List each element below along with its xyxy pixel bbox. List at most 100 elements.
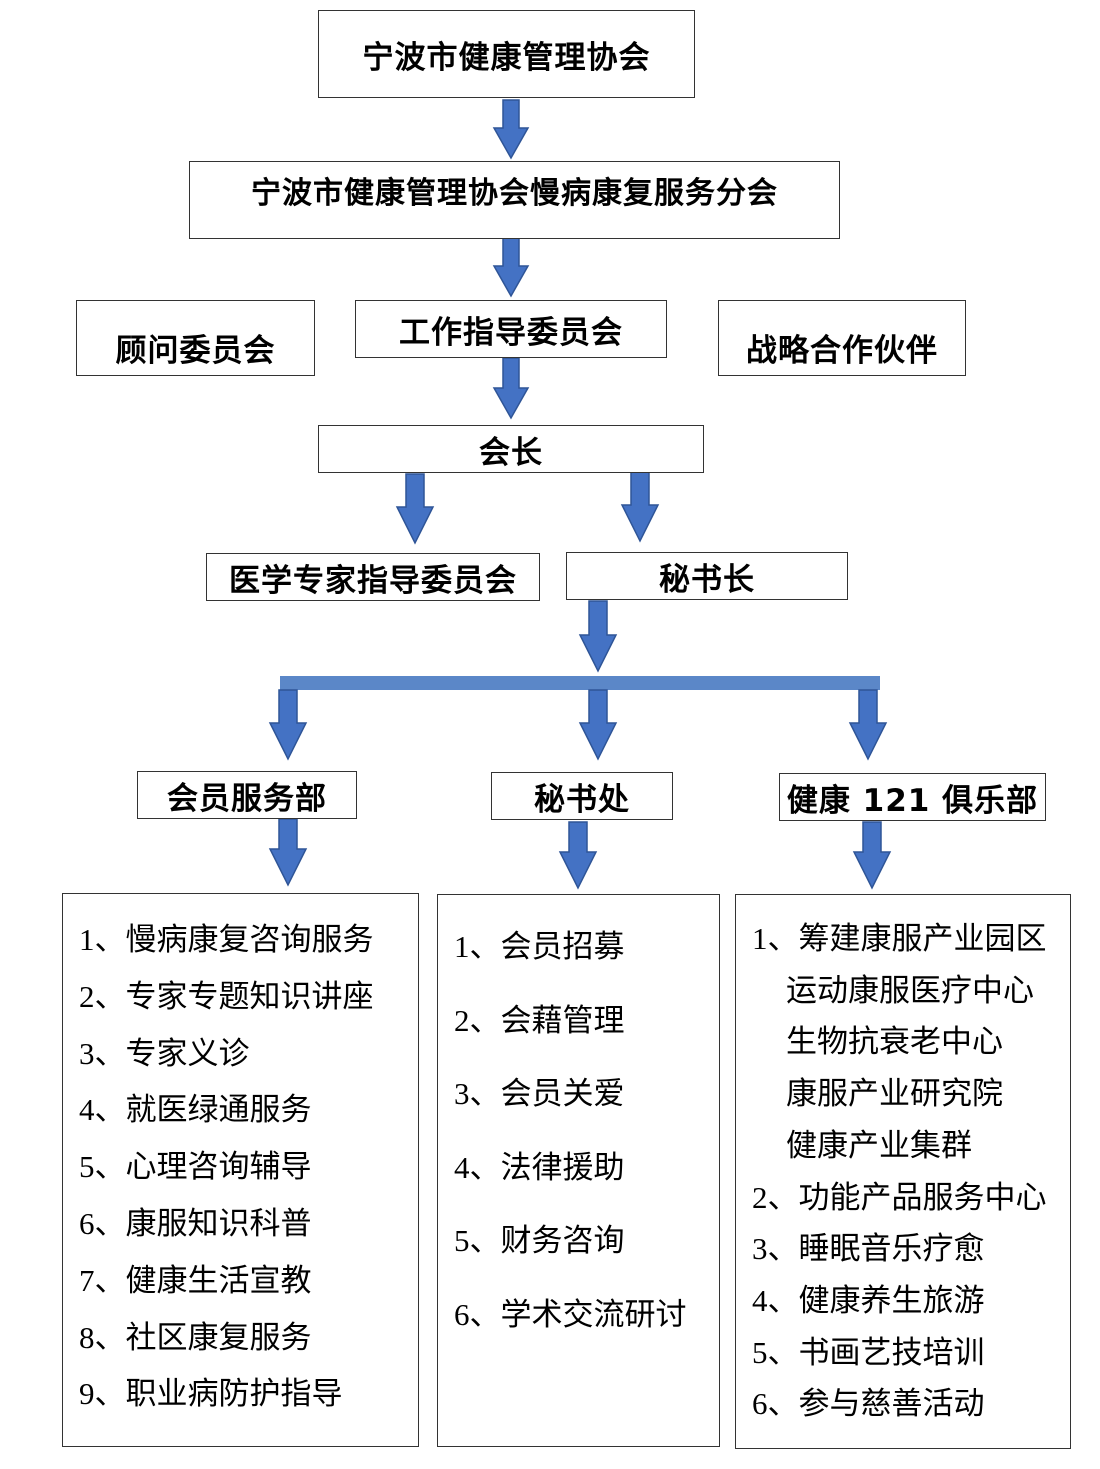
list-item-number: 8、 bbox=[79, 1319, 126, 1355]
list-item-text: 运动康服医疗中心 bbox=[786, 972, 1034, 1009]
node-secretariat-label: 秘书处 bbox=[534, 781, 630, 818]
list-item: 2、专家专题知识讲座 bbox=[79, 971, 374, 1016]
node-medical-expert-committee-label: 医学专家指导委员会 bbox=[229, 562, 517, 599]
list-item: 3、睡眠音乐疗愈 bbox=[752, 1223, 985, 1268]
secretariat-list: 1、会员招募 2、会藉管理 3、会员关爱 4、法律援助 5、财务咨询 6、学术交流研讨 bbox=[437, 894, 720, 1447]
list-item: 4、法律援助 bbox=[454, 1142, 625, 1187]
list-item: 3、专家义诊 bbox=[79, 1028, 250, 1073]
list-item-number: 6、 bbox=[454, 1297, 501, 1332]
list-item-number: 7、 bbox=[79, 1262, 126, 1298]
list-item-text: 就医绿通服务 bbox=[125, 1092, 312, 1129]
node-advisory-committee[interactable]: 顾问委员会 bbox=[76, 300, 315, 376]
list-item: 3、会员关爱 bbox=[454, 1068, 625, 1113]
list-item-text: 健康养生旅游 bbox=[798, 1282, 985, 1319]
list-item-text: 职业病防护指导 bbox=[125, 1376, 343, 1413]
list-item: 1、筹建康服产业园区 bbox=[752, 913, 1047, 958]
list-item-text: 健康生活宣教 bbox=[125, 1262, 312, 1299]
node-association[interactable]: 宁波市健康管理协会 bbox=[318, 10, 695, 98]
arrow-club-to-list bbox=[852, 821, 892, 890]
list-item-number: 2、 bbox=[454, 1002, 501, 1038]
list-item: 2、会藉管理 bbox=[454, 995, 625, 1040]
list-item-number: 1、 bbox=[454, 929, 501, 964]
list-item: 6、参与慈善活动 bbox=[752, 1378, 985, 1423]
arrow-secretariat-to-list bbox=[558, 821, 598, 890]
list-item-text: 心理咨询辅导 bbox=[125, 1149, 312, 1186]
list-item: 生物抗衰老中心 bbox=[786, 1016, 1003, 1061]
arrow-member-services-to-list bbox=[268, 818, 308, 887]
arrow-association-to-branch bbox=[492, 99, 530, 160]
list-item-text: 社区康复服务 bbox=[125, 1319, 312, 1356]
list-item-number: 5、 bbox=[79, 1149, 126, 1185]
node-work-guidance-committee-label: 工作指导委员会 bbox=[399, 315, 623, 351]
list-item-text: 睡眠音乐疗愈 bbox=[798, 1231, 985, 1268]
node-member-services-dept-label: 会员服务部 bbox=[167, 780, 327, 817]
list-item-text: 专家义诊 bbox=[125, 1035, 250, 1072]
list-item-number: 6、 bbox=[79, 1206, 126, 1241]
arrow-bar-to-member-services bbox=[268, 689, 308, 761]
node-secretary-general-label: 秘书长 bbox=[659, 561, 755, 598]
node-branch-label: 宁波市健康管理协会慢病康复服务分会 bbox=[251, 176, 778, 211]
list-item: 8、社区康复服务 bbox=[79, 1312, 312, 1357]
list-item-text: 筹建康服产业园区 bbox=[798, 921, 1047, 957]
list-item-text: 会员招募 bbox=[500, 929, 625, 965]
list-item-text: 康服产业研究院 bbox=[786, 1076, 1003, 1113]
list-item: 9、职业病防护指导 bbox=[79, 1368, 343, 1413]
member-services-list: 1、慢病康复咨询服务 2、专家专题知识讲座 3、专家义诊 4、就医绿通服务 5、心理咨询… bbox=[62, 893, 419, 1447]
list-item: 运动康服医疗中心 bbox=[786, 965, 1034, 1010]
list-item-text: 会员关爱 bbox=[500, 1076, 625, 1113]
list-item-text: 康服知识科普 bbox=[125, 1206, 312, 1242]
list-item-number: 3、 bbox=[454, 1076, 501, 1112]
list-item-number: 5、 bbox=[752, 1334, 799, 1370]
node-president-label: 会长 bbox=[479, 434, 543, 471]
list-item-number: 4、 bbox=[752, 1282, 799, 1318]
list-item-number: 1、 bbox=[79, 922, 126, 957]
node-strategic-partners-label: 战略合作伙伴 bbox=[746, 332, 938, 369]
arrow-bar-to-club bbox=[848, 689, 888, 761]
node-association-label: 宁波市健康管理协会 bbox=[362, 39, 651, 76]
list-item: 康服产业研究院 bbox=[786, 1068, 1003, 1113]
list-item: 5、心理咨询辅导 bbox=[79, 1141, 312, 1186]
list-item-text: 功能产品服务中心 bbox=[798, 1179, 1047, 1216]
list-item: 2、功能产品服务中心 bbox=[752, 1172, 1047, 1217]
node-health-121-club-label: 健康 121 俱乐部 bbox=[786, 782, 1039, 819]
list-item-number: 4、 bbox=[454, 1149, 501, 1185]
node-advisory-committee-label: 顾问委员会 bbox=[115, 332, 276, 369]
arrow-president-to-medical-committee bbox=[395, 473, 435, 545]
list-item: 6、学术交流研讨 bbox=[454, 1289, 687, 1334]
list-item: 4、健康养生旅游 bbox=[752, 1275, 985, 1320]
list-item-number: 4、 bbox=[79, 1092, 126, 1128]
arrow-president-to-secretary-general bbox=[620, 471, 660, 543]
list-item-text: 专家专题知识讲座 bbox=[125, 978, 374, 1015]
arrow-bar-to-secretariat bbox=[578, 689, 618, 761]
node-branch[interactable]: 宁波市健康管理协会慢病康复服务分会 bbox=[189, 161, 840, 239]
node-medical-expert-committee[interactable]: 医学专家指导委员会 bbox=[206, 553, 540, 601]
list-item-number: 3、 bbox=[79, 1035, 126, 1071]
list-item: 1、会员招募 bbox=[454, 921, 625, 966]
distribution-bar bbox=[280, 676, 880, 690]
list-item-text: 会藉管理 bbox=[500, 1002, 625, 1039]
node-work-guidance-committee[interactable]: 工作指导委员会 bbox=[355, 300, 667, 358]
node-secretary-general[interactable]: 秘书长 bbox=[566, 552, 848, 600]
list-item: 5、财务咨询 bbox=[454, 1215, 625, 1260]
list-item-number: 1、 bbox=[752, 921, 799, 956]
list-item-number: 5、 bbox=[454, 1223, 501, 1259]
node-secretariat[interactable]: 秘书处 bbox=[491, 772, 673, 820]
list-item-number: 2、 bbox=[752, 1179, 799, 1215]
list-item-text: 健康产业集群 bbox=[786, 1127, 972, 1164]
list-item-number: 3、 bbox=[752, 1231, 799, 1267]
node-member-services-dept[interactable]: 会员服务部 bbox=[137, 771, 357, 819]
list-item: 5、书画艺技培训 bbox=[752, 1327, 985, 1372]
club-list: 1、筹建康服产业园区运动康服医疗中心生物抗衰老中心康服产业研究院健康产业集群 2、… bbox=[735, 894, 1071, 1449]
list-item-text: 参与慈善活动 bbox=[798, 1386, 985, 1423]
list-item-number: 2、 bbox=[79, 978, 126, 1014]
list-item: 健康产业集群 bbox=[786, 1120, 972, 1165]
arrow-work-committee-to-president bbox=[492, 357, 530, 420]
list-item-text: 书画艺技培训 bbox=[798, 1334, 985, 1371]
list-item: 1、慢病康复咨询服务 bbox=[79, 914, 374, 959]
arrow-secretary-general-to-bar bbox=[578, 600, 618, 673]
node-strategic-partners[interactable]: 战略合作伙伴 bbox=[718, 300, 966, 376]
node-health-121-club[interactable]: 健康 121 俱乐部 bbox=[779, 773, 1046, 821]
node-president[interactable]: 会长 bbox=[318, 425, 704, 473]
list-item-text: 学术交流研讨 bbox=[500, 1297, 687, 1333]
